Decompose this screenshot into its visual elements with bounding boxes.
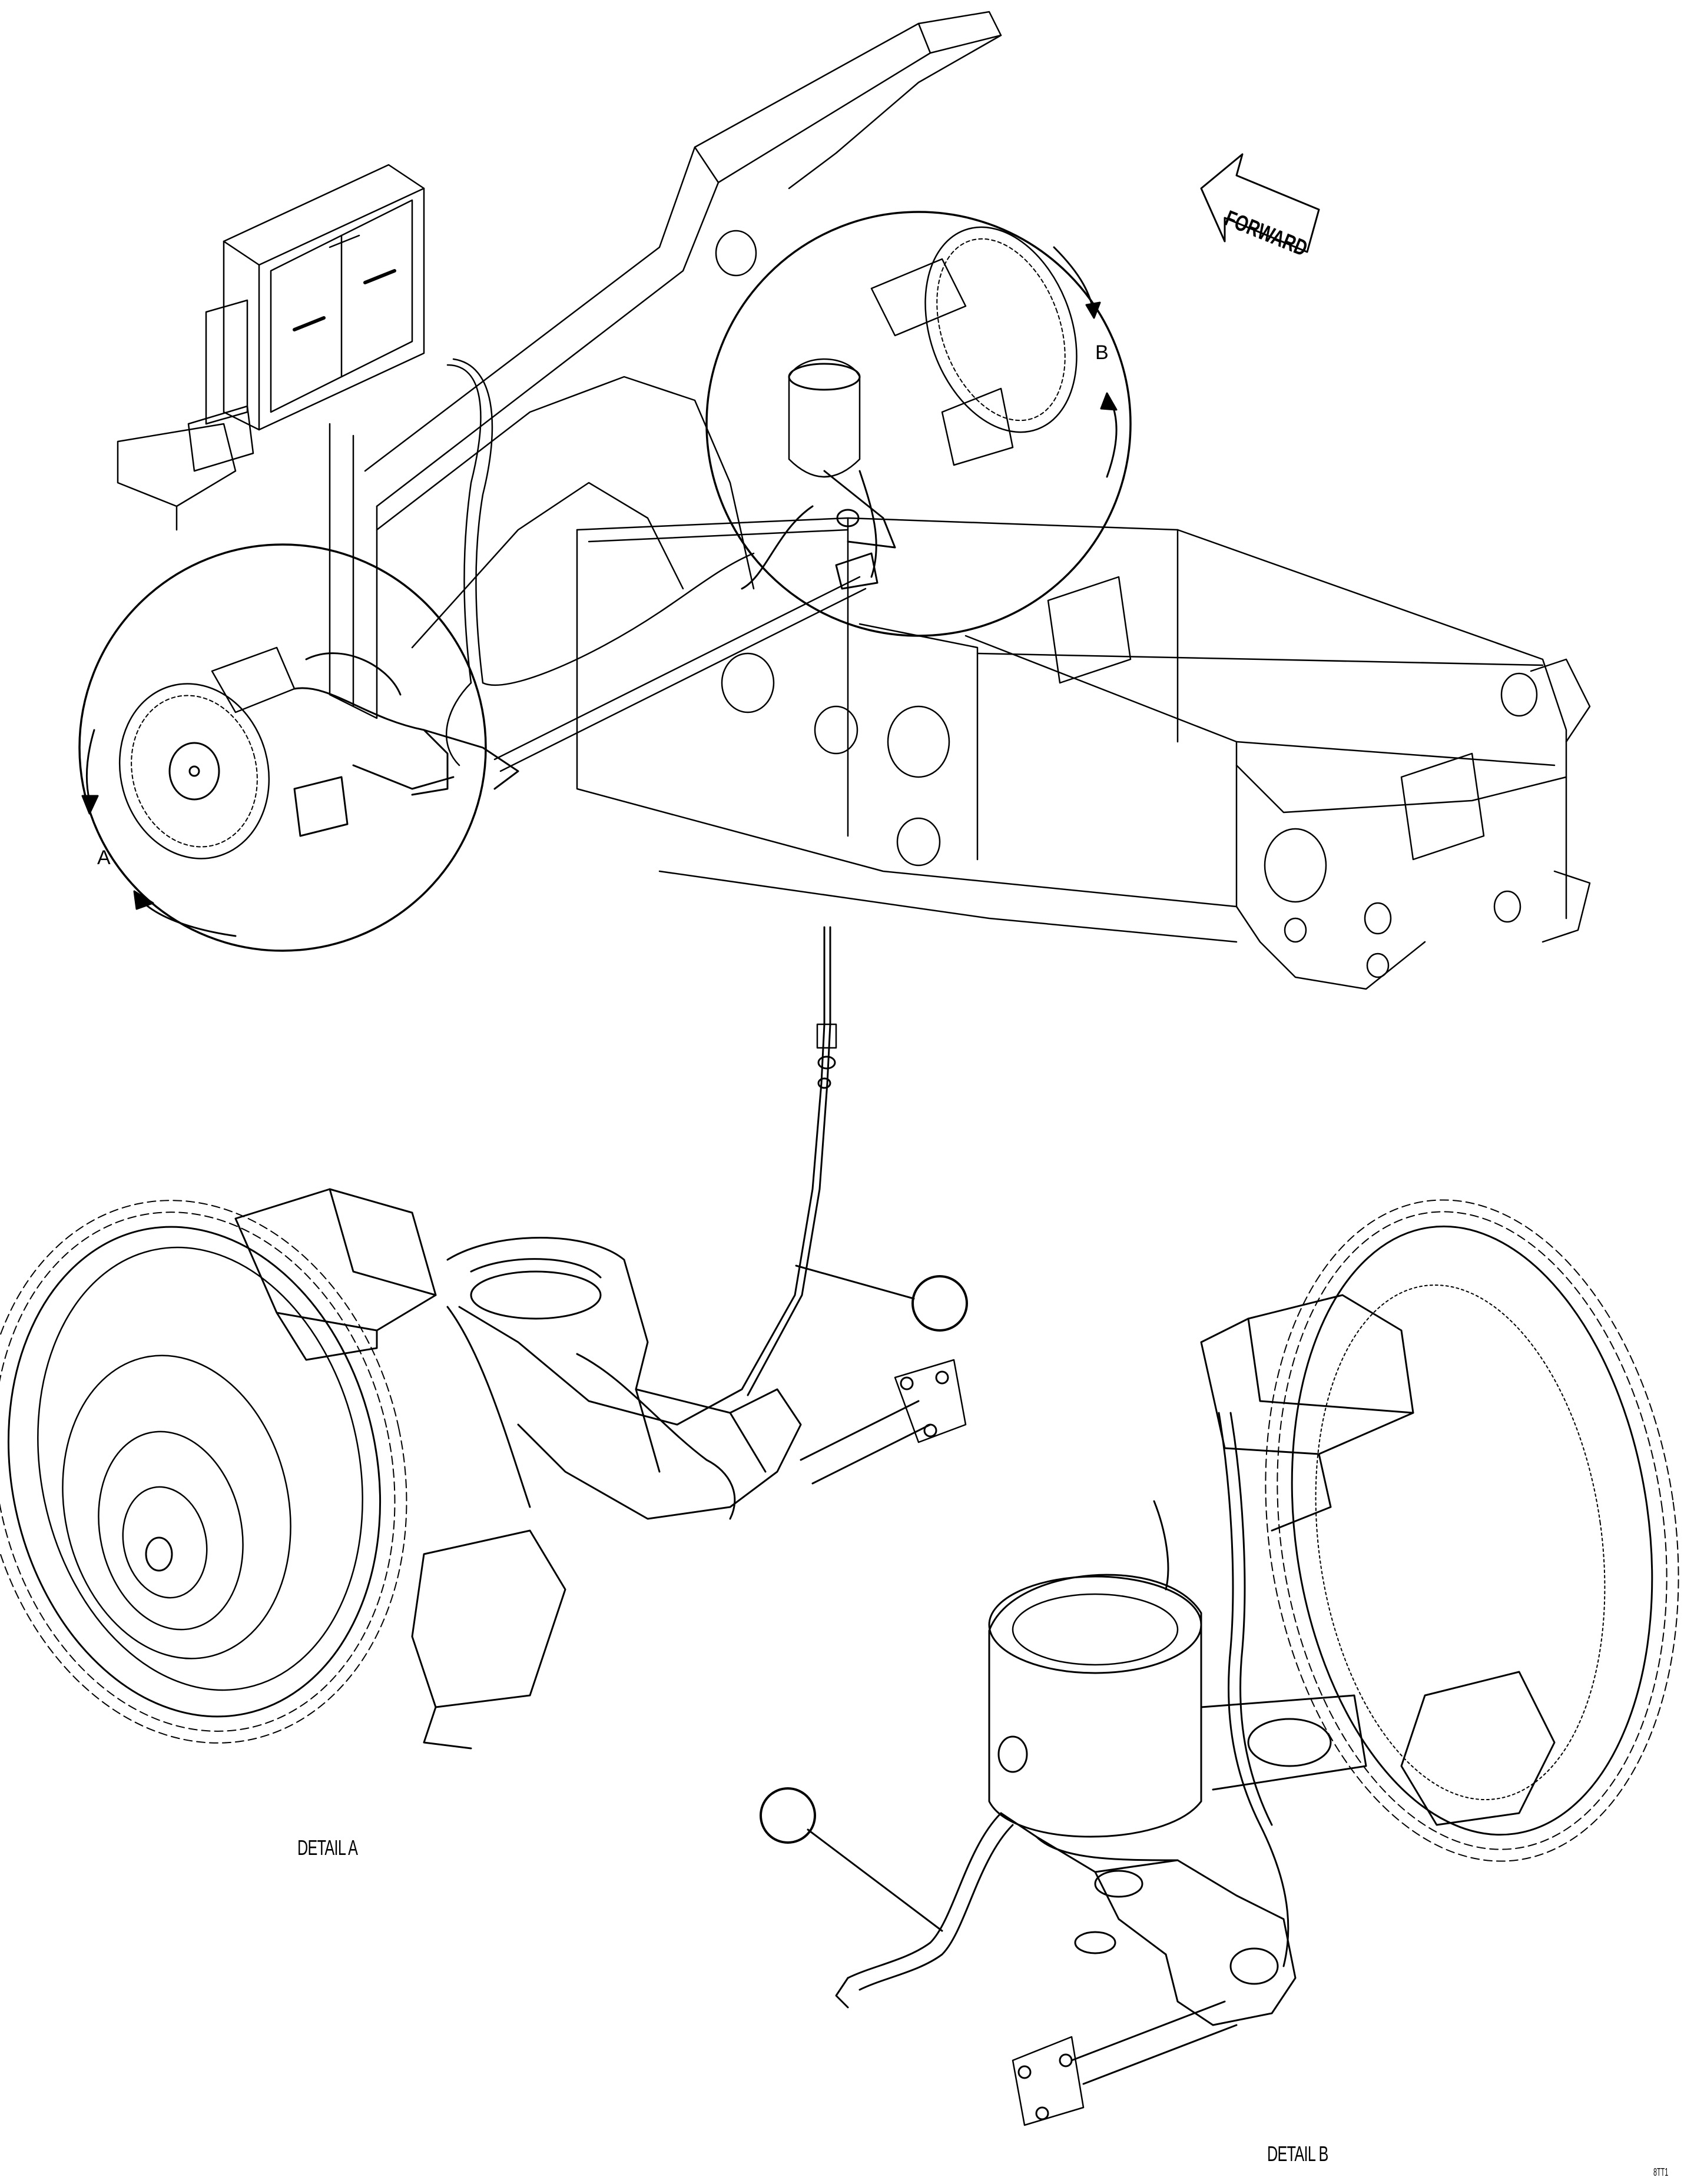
detail-b-view-circle	[705, 211, 1132, 637]
forward-arrow	[1200, 153, 1320, 253]
detail-a-view-circle	[78, 543, 519, 952]
detail-a-assembly	[0, 926, 967, 1750]
drawing-number: 8TT1	[1653, 2166, 1669, 2178]
view-a-label: A	[97, 847, 111, 869]
forward-label: FORWARD	[1221, 206, 1311, 261]
detail-b-assembly	[807, 1199, 1679, 2126]
callout-2	[760, 1787, 816, 1844]
upper-harness	[446, 358, 867, 772]
main-frame	[329, 11, 1591, 990]
forward-indicator: FORWARD	[1189, 147, 1337, 265]
detail-b-label: DETAIL B	[1267, 2142, 1328, 2166]
callout-1	[911, 1275, 968, 1332]
control-cabinet	[117, 164, 425, 531]
detail-a-label: DETAIL A	[297, 1836, 358, 1860]
view-b-label: B	[1095, 341, 1109, 364]
